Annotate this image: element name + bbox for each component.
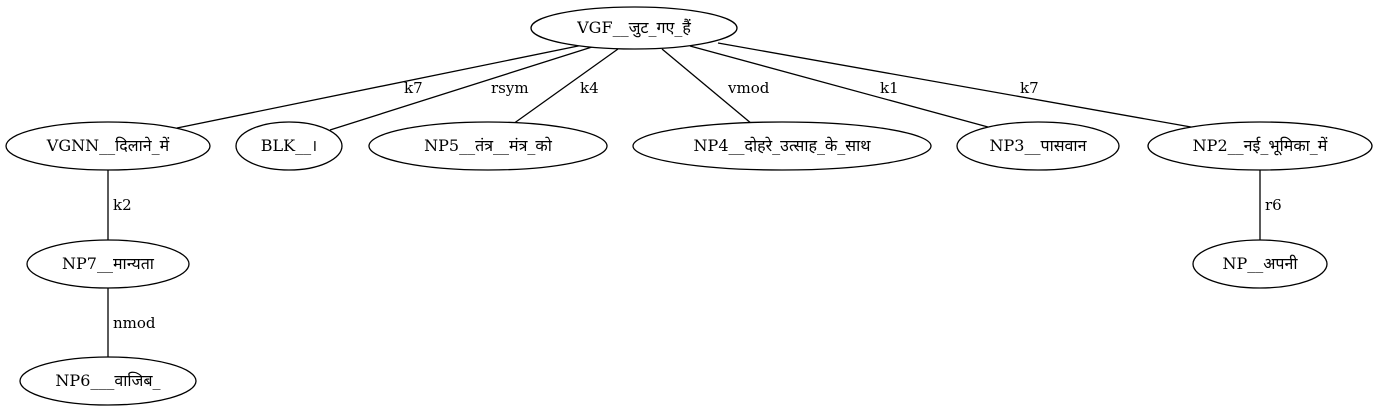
node-label: NP2__नई_भूमिका_में bbox=[1193, 136, 1328, 156]
node-np5: NP5__तंत्र__मंत्र_को bbox=[368, 121, 608, 171]
edge-label: nmod bbox=[113, 314, 156, 332]
node-blk: BLK__। bbox=[235, 121, 343, 171]
edge-line bbox=[512, 48, 619, 125]
node-ellipse bbox=[530, 6, 738, 50]
node-ellipse bbox=[5, 121, 211, 171]
node-label: NP7__मान्यता bbox=[62, 254, 155, 273]
node-label: VGNN__दिलाने_में bbox=[46, 136, 170, 155]
node-np2: NP2__नई_भूमिका_में bbox=[1147, 121, 1373, 171]
edge-vgf-np4: vmod bbox=[661, 48, 770, 125]
edge-line bbox=[329, 46, 593, 131]
node-np4: NP4__दोहरे_उत्साह_के_साथ bbox=[632, 121, 932, 171]
edge-np7-np6: nmod bbox=[107, 288, 156, 357]
edge-label: vmod bbox=[727, 79, 770, 97]
edge-label: k7 bbox=[1020, 79, 1039, 97]
node-ellipse bbox=[1192, 239, 1328, 289]
node-np7: NP7__मान्यता bbox=[26, 239, 190, 289]
edge-label: rsym bbox=[491, 79, 529, 97]
nodes: VGF__जुट_गए_हैं VGNN__दिलाने_में BLK__। NP5… bbox=[5, 6, 1373, 406]
edge-label: k4 bbox=[580, 79, 599, 97]
edges: k7 rsym k4 vmod k1 k7 k2 r6 nmod bbox=[107, 42, 1282, 357]
node-label: BLK__। bbox=[261, 136, 317, 155]
edge-line bbox=[717, 42, 1192, 128]
edge-vgf-np3: k1 bbox=[689, 45, 989, 128]
node-label: NP5__तंत्र__मंत्र_को bbox=[424, 136, 553, 155]
node-ellipse bbox=[1147, 121, 1373, 171]
edge-line bbox=[661, 48, 753, 125]
node-label: NP__अपनी bbox=[1222, 254, 1298, 273]
node-label: VGF__जुट_गए_हैं bbox=[576, 18, 691, 38]
edge-vgf-np2: k7 bbox=[717, 42, 1192, 128]
edge-label: k2 bbox=[113, 196, 132, 214]
node-label: NP4__दोहरे_उत्साह_के_साथ bbox=[694, 136, 872, 155]
node-np3: NP3__पासवान bbox=[956, 121, 1120, 171]
node-ellipse bbox=[235, 121, 343, 171]
node-vgnn: VGNN__दिलाने_में bbox=[5, 121, 211, 171]
node-ellipse bbox=[26, 239, 190, 289]
edge-line bbox=[689, 45, 989, 128]
node-np: NP__अपनी bbox=[1192, 239, 1328, 289]
edge-vgf-np5: k4 bbox=[512, 48, 619, 125]
edge-np2-np: r6 bbox=[1259, 170, 1282, 240]
edge-vgf-vgnn: k7 bbox=[176, 44, 584, 129]
edge-vgnn-np7: k2 bbox=[107, 170, 132, 240]
edge-label: r6 bbox=[1265, 196, 1282, 214]
node-label: NP3__पासवान bbox=[990, 136, 1088, 155]
edge-line bbox=[176, 44, 584, 129]
node-vgf: VGF__जुट_गए_हैं bbox=[530, 6, 738, 50]
node-ellipse bbox=[19, 356, 197, 406]
node-ellipse bbox=[368, 121, 608, 171]
node-np6: NP6___वाजिब_ bbox=[19, 356, 197, 406]
edge-label: k1 bbox=[880, 79, 899, 97]
edge-label: k7 bbox=[404, 79, 423, 97]
node-ellipse bbox=[632, 121, 932, 171]
edge-vgf-blk: rsym bbox=[329, 46, 593, 131]
node-label: NP6___वाजिब_ bbox=[55, 371, 160, 390]
node-ellipse bbox=[956, 121, 1120, 171]
